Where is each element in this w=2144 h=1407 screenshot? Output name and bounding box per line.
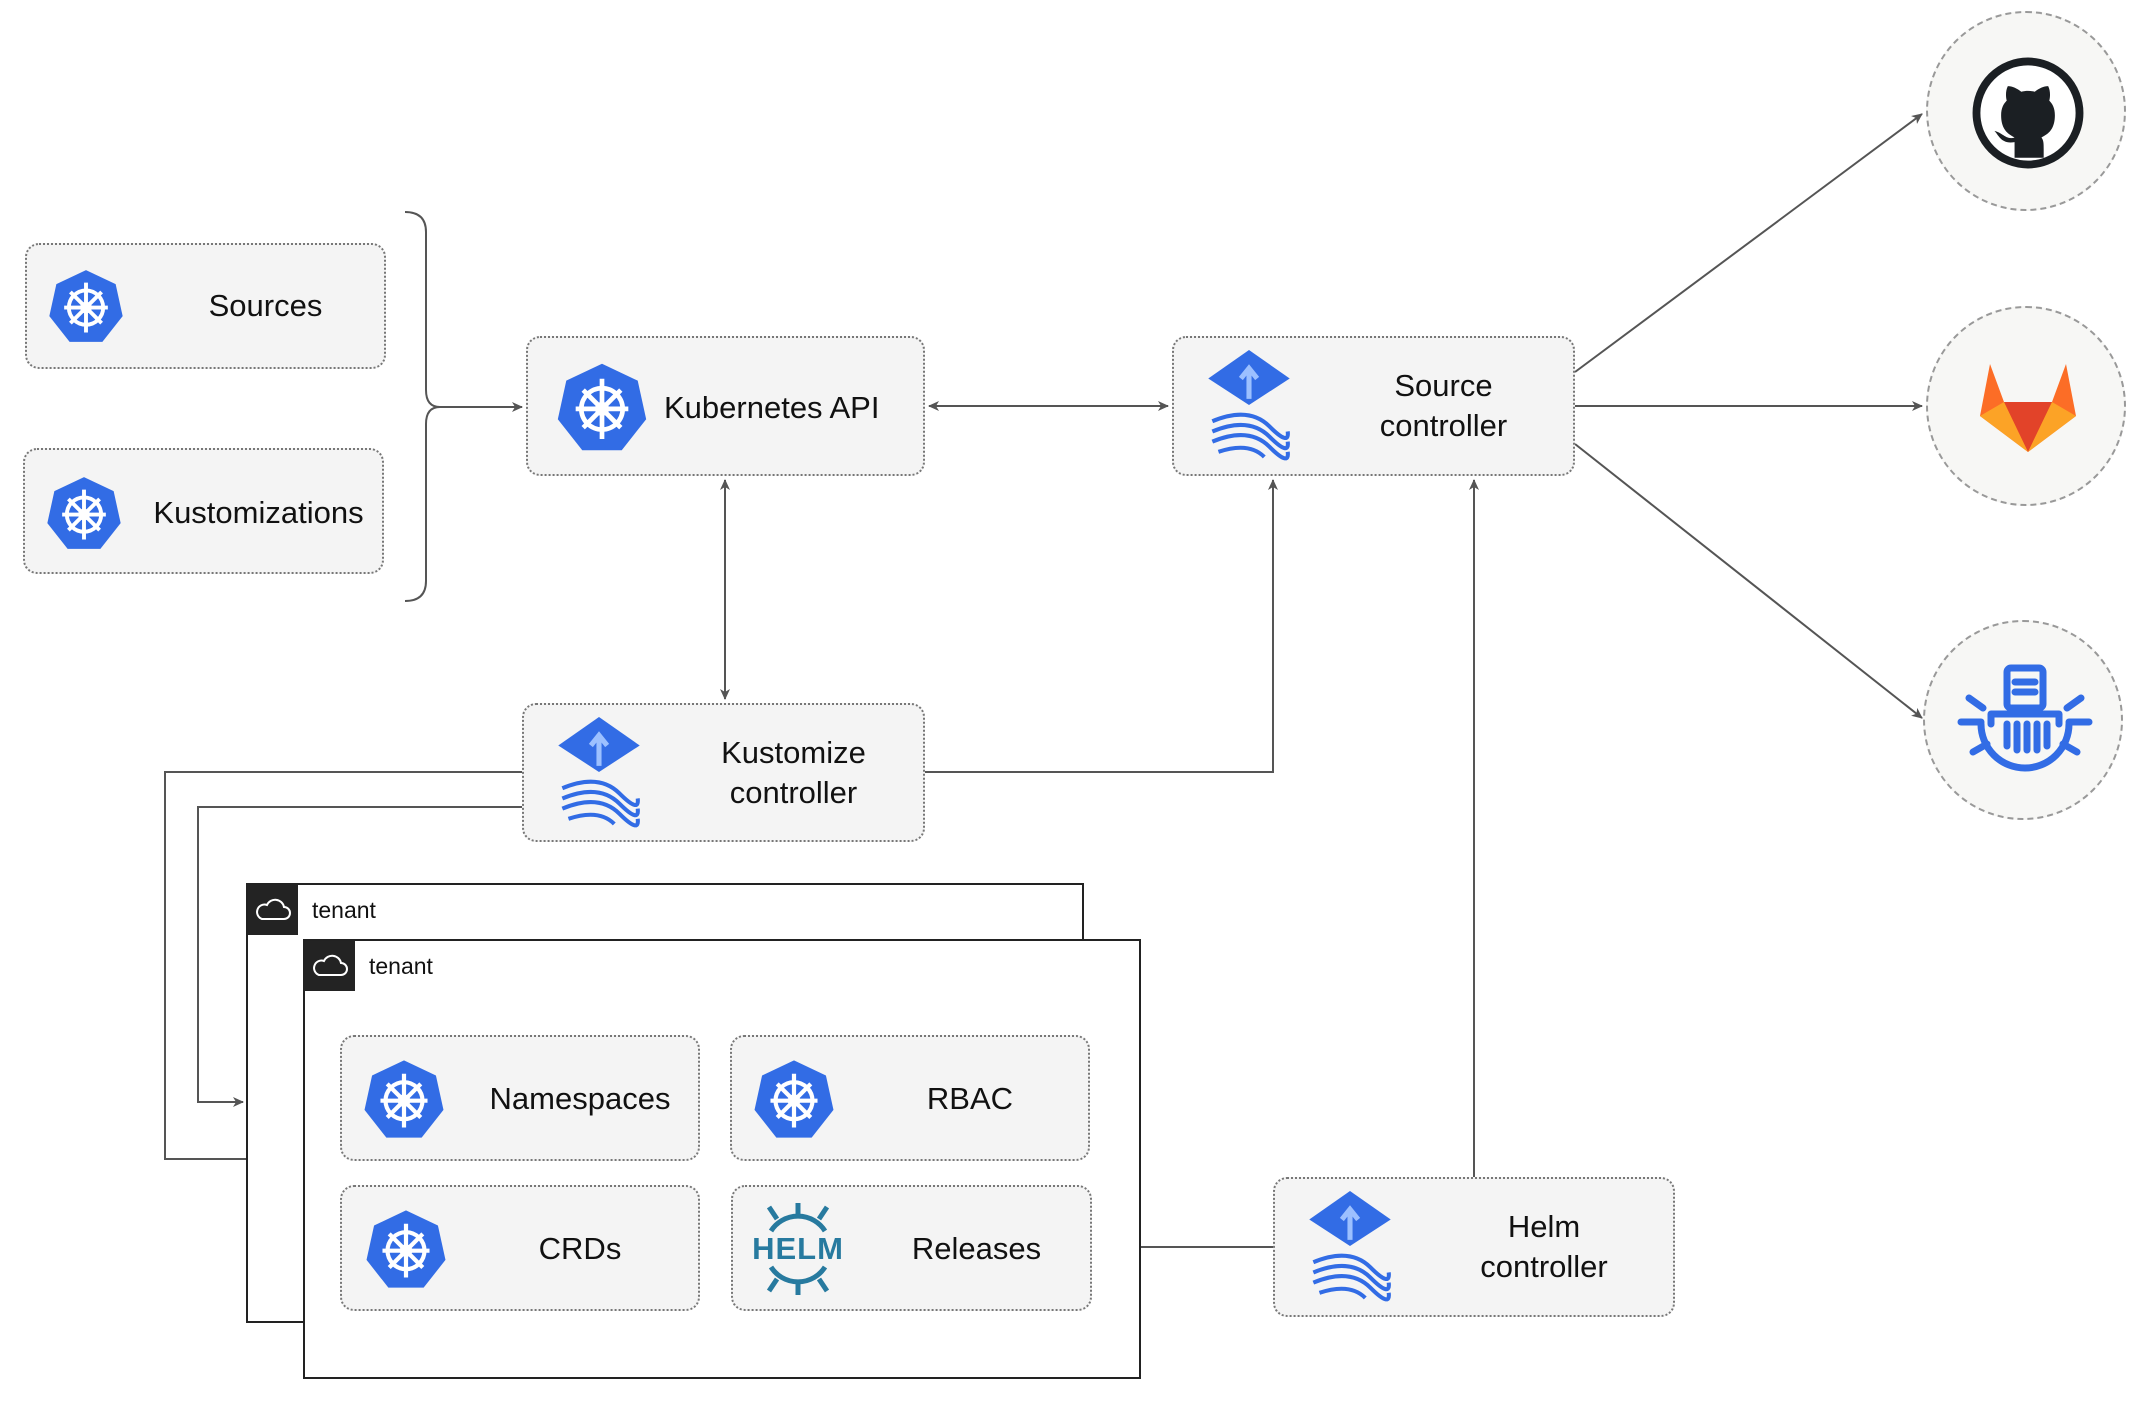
kustomize-source-arrow (925, 479, 1278, 773)
source-controller-label-line1: Source (1394, 368, 1493, 403)
namespaces-label: Namespaces (489, 1081, 671, 1116)
gitlab-node (1926, 306, 2126, 506)
source-controller-node: Source controller (1172, 336, 1575, 476)
github-node (1926, 11, 2126, 211)
source-github-arrow (1574, 113, 1923, 373)
source-controller-label-line2: controller (1379, 408, 1508, 443)
helm-controller-label-line2: controller (1480, 1249, 1608, 1284)
crds-node: CRDs (340, 1185, 700, 1311)
kubernetes-icon (47, 477, 121, 549)
kubernetes-icon (364, 1060, 444, 1138)
kubernetes-icon (366, 1210, 446, 1288)
kubernetes-icon (49, 270, 123, 342)
sources-node: Sources (25, 243, 386, 369)
rbac-label: RBAC (926, 1081, 1014, 1116)
kubernetes-icon (557, 363, 647, 451)
crds-label: CRDs (538, 1231, 622, 1266)
container-registry-node (1923, 620, 2123, 820)
helm-controller-node: Helm controller (1273, 1177, 1675, 1317)
kustomize-tenant-back-arrow (197, 806, 522, 1107)
kustomizations-node: Kustomizations (23, 448, 384, 574)
kustomize-controller-label-line2: controller (729, 775, 858, 810)
rbac-node: RBAC (730, 1035, 1090, 1161)
tenant-label: tenant (369, 953, 433, 979)
helm-controller-label-line1: Helm (1507, 1209, 1581, 1244)
kubernetes-icon (754, 1060, 834, 1138)
kustomize-tenant-front-arrow (164, 771, 522, 1164)
flux-icon (1309, 1191, 1391, 1302)
sources-label: Sources (208, 288, 323, 323)
tenant-label: tenant (312, 897, 376, 923)
kubernetes-api-label: Kubernetes API (664, 390, 880, 425)
github-icon (1972, 57, 2084, 169)
helm-icon: HELM (751, 1201, 845, 1297)
flux-icon (1208, 350, 1290, 461)
helm-logo-text: HELM (752, 1231, 844, 1266)
kubernetes-api-node: Kubernetes API (526, 336, 925, 476)
flux-icon (558, 717, 640, 828)
namespaces-node: Namespaces (340, 1035, 700, 1161)
kustomizations-label: Kustomizations (153, 495, 364, 530)
gitlab-icon (1980, 364, 2076, 452)
container-registry-icon (1957, 664, 2093, 772)
kustomize-controller-node: Kustomize controller (522, 703, 925, 842)
source-registry-arrow (1574, 443, 1923, 719)
releases-node: HELM Releases (731, 1185, 1092, 1311)
brace (404, 211, 441, 602)
cloud-icon (248, 885, 298, 935)
releases-label: Releases (911, 1231, 1042, 1266)
cloud-icon (305, 941, 355, 991)
kustomize-controller-label-line1: Kustomize (721, 735, 866, 770)
